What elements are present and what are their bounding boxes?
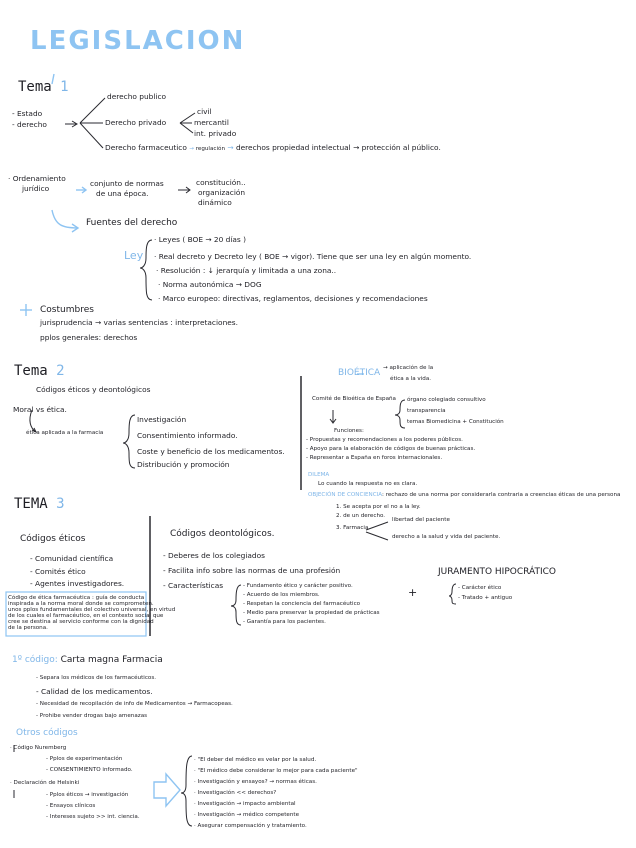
caract-3: - Respetan la conciencia del farmacéutic… [243, 601, 360, 607]
funcion-1: - Propuestas y recomendaciones a los pod… [306, 437, 463, 443]
moral-etica: Moral vs ética. [13, 406, 67, 414]
etico-item-1: - Comunidad científica [30, 555, 113, 563]
derecho-label: - derecho [12, 121, 47, 129]
objecion-conciencia: OBJECIÓN DE CONCIENCIA: rechazo de una n… [308, 492, 620, 498]
etico-item-2: - Comités ético [30, 568, 86, 576]
jurisprudencia: jurisprudencia → varias sentencias : int… [40, 319, 238, 327]
comite-item-1: órgano colegiado consultivo [407, 397, 486, 403]
otros-right-3: · Investigación y ensayos? → normas étic… [194, 779, 317, 785]
dilema-heading: DILEMA [308, 472, 329, 478]
bioetica-heading: BIOÉTICA [338, 369, 380, 379]
ley-item-4: · Norma autonómica → DOG [158, 281, 262, 289]
privado-civil: civil [197, 108, 212, 116]
etica-item-2: Consentimiento informado. [137, 432, 238, 440]
codigos-deontologicos: Códigos deontológicos. [170, 530, 275, 540]
derecho-farmaceutico: Derecho farmaceutico → regulación → dere… [105, 144, 441, 152]
helsinki-item-3: - Intereses sujeto >> int. ciencia. [46, 814, 140, 820]
objecion-item-1: 1. Se acepta por el no a la ley. [336, 504, 421, 510]
ley-item-2: · Real decreto y Decreto ley ( BOE → vig… [154, 253, 471, 261]
derecho-privado: Derecho privado [105, 119, 166, 127]
otros-right-5: · Investigación → impacto ambiental [194, 801, 296, 807]
funcion-3: - Representar a España en foros internac… [306, 455, 442, 461]
comite-item-3: temas Biomedicina + Constitución [407, 419, 504, 425]
ley-item-5: · Marco europeo: directivas, reglamentos… [158, 295, 428, 303]
etica-aplicada: ética aplicada a la farmacia [26, 430, 103, 436]
ordenamiento-label: · Ordenamiento [8, 175, 66, 183]
bioetica-def-2: ética a la vida. [390, 376, 431, 382]
primer-item-2: - Calidad de los medicamentos. [36, 688, 153, 696]
constitucion: constitución.. [196, 179, 246, 187]
otros-right-1: · "El deber del médico es velar por la s… [194, 757, 316, 763]
nuremberg: · Código Nuremberg [10, 745, 66, 751]
nuremberg-item-1: - Pplos de experimentación [46, 756, 122, 762]
page-title: LEGISLACION [30, 27, 245, 56]
comite-item-2: transparencia [407, 408, 446, 414]
ley-item-1: · Leyes ( BOE → 20 días ) [154, 236, 246, 244]
caract-4: - Medio para preservar la propiedad de p… [243, 610, 380, 616]
tema2-heading: Tema 2 [14, 364, 65, 379]
deonto-item-2: - Facilita info sobre las normas de una … [163, 567, 340, 575]
funcion-2: - Apoyo para la elaboración de códigos d… [306, 446, 475, 452]
primer-item-1: - Separa los médicos de los farmacéutico… [36, 675, 156, 681]
pplos-generales: pplos generales: derechos [40, 334, 137, 342]
primer-item-3: - Necesidad de recopilación de info de M… [36, 701, 233, 707]
deonto-item-1: - Deberes de los colegiados [163, 552, 265, 560]
objecion-item-2: 2. de un derecho. [336, 513, 385, 519]
helsinki: · Declaración de Helsinki [10, 780, 79, 786]
etica-item-4: Distribución y promoción [137, 461, 230, 469]
farmacia-libertad: libertad del paciente [392, 517, 450, 523]
caract-2: - Acuerdo de los miembros. [243, 592, 320, 598]
objecion-item-3: 3. Farmacia [336, 525, 368, 531]
tema1-heading: Tema 1 [18, 80, 69, 95]
codigos-eticos-deonto: Códigos éticos y deontológicos [36, 386, 150, 394]
costumbres: Costumbres [40, 306, 94, 316]
derecho-publico: derecho publico [107, 93, 166, 101]
organizacion: organización [198, 189, 245, 197]
primer-codigo-heading: 1º código: Carta magna Farmacia [12, 656, 163, 666]
etica-item-3: Coste y beneficio de los medicamentos. [137, 448, 285, 456]
otros-right-7: · Asegurar compensación y tratamiento. [194, 823, 307, 829]
nuremberg-item-2: - CONSENTIMIENTO informado. [46, 767, 133, 773]
otros-right-4: · Investigación << derechos? [194, 790, 276, 796]
caract-1: - Fundamento ético y carácter positivo. [243, 583, 353, 589]
otros-right-6: · Investigación → médico competente [194, 812, 299, 818]
comite-bioetica: Comité de Bioética de España [312, 396, 396, 402]
primer-item-4: - Prohibe vender drogas bajo amenazas [36, 713, 147, 719]
dilema-def: Lo cuando la respuesta no es clara. [318, 481, 417, 487]
ley-label: Ley [124, 250, 143, 262]
otros-right-2: · "El médico debe considerar lo mejor pa… [194, 768, 358, 774]
ley-item-3: · Resolución : ↓ jerarquía y limitada a … [156, 267, 336, 275]
caract-5: - Garantía para los pacientes. [243, 619, 326, 625]
box-line-6: de la persona. [8, 625, 48, 631]
estado-label: - Estado [12, 110, 42, 118]
tema3-heading: TEMA 3 [14, 497, 65, 512]
privado-internacional: int. privado [194, 130, 236, 138]
helsinki-item-2: - Ensayos clínicos [46, 803, 95, 809]
fuentes-derecho: Fuentes del derecho [86, 219, 177, 229]
conjunto-epoca: de una época. [96, 190, 149, 198]
codigos-eticos-heading: Códigos éticos [20, 535, 85, 545]
deonto-item-3: - Características [163, 582, 223, 590]
conjunto-normas: conjunto de normas [90, 180, 164, 188]
juramento-heading: JURAMENTO HIPOCRÁTICO [438, 568, 556, 578]
juramento-item-2: - Tratado + antiguo [458, 595, 512, 601]
dinamico: dinámico [198, 199, 232, 207]
farmacia-derecho: derecho a la salud y vida del paciente. [392, 534, 500, 540]
helsinki-item-1: - Pplos éticos → investigación [46, 792, 128, 798]
otros-codigos-heading: Otros códigos [16, 729, 78, 739]
ordenamiento-label-2: jurídico [22, 185, 49, 193]
bioetica-def-1: → aplicación de la [383, 365, 433, 371]
juramento-item-1: - Carácter ético [458, 585, 501, 591]
plus-sign: + [408, 587, 417, 599]
etica-item-1: Investigación [137, 416, 186, 424]
etico-item-3: - Agentes investigadores. [30, 580, 124, 588]
funciones-label: Funciones: [334, 428, 364, 434]
privado-mercantil: mercantil [194, 119, 229, 127]
